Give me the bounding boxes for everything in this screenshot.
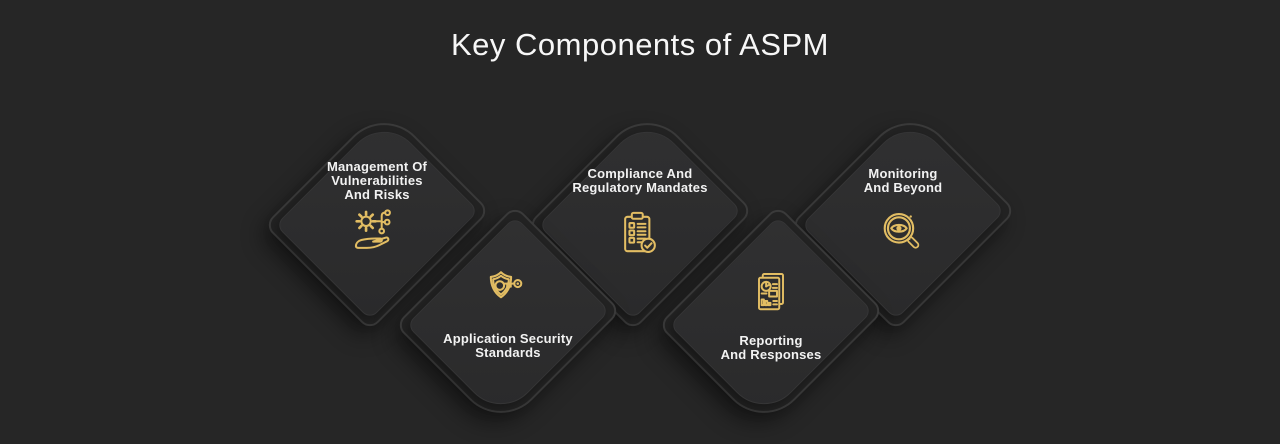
card-label-line: Reporting <box>739 333 803 348</box>
hand-gear-network-icon <box>354 209 391 249</box>
card-label-line: And Risks <box>344 187 410 202</box>
card-application-security-standards: Application Security Standards <box>388 198 628 438</box>
card-label-line: Standards <box>475 345 541 360</box>
report-chart-icon <box>758 273 784 311</box>
card-label-line: Management Of <box>326 159 428 174</box>
clipboard-checklist-icon <box>624 211 656 253</box>
card-content: Monitoring And Beyond <box>803 160 1003 260</box>
card-label: Reporting And Responses <box>721 334 822 362</box>
card-label-line: Vulnerabilities <box>331 173 423 188</box>
card-monitoring-and-beyond: Monitoring And Beyond <box>783 98 1023 338</box>
magnifier-eye-icon <box>883 213 920 249</box>
card-label: Compliance And Regulatory Mandates <box>572 160 707 202</box>
card-label-line: Monitoring <box>868 166 938 181</box>
card-content: Management Of Vulnerabilities And Risks <box>277 160 477 258</box>
card-label-line: Application Security <box>443 331 573 346</box>
card-label-line: And Responses <box>720 347 822 362</box>
card-content: Application Security Standards <box>408 266 608 360</box>
card-content: Reporting And Responses <box>671 266 871 362</box>
card-compliance-regulatory-mandates: Compliance And Regulatory Mandates <box>520 98 760 338</box>
card-reporting-and-responses: Reporting And Responses <box>651 198 891 438</box>
card-label: Application Security Standards <box>443 332 573 360</box>
card-label: Monitoring And Beyond <box>864 160 943 202</box>
card-label-line: And Beyond <box>863 180 943 195</box>
card-management-of-vulnerabilities: Management Of Vulnerabilities And Risks <box>257 98 497 338</box>
card-content: Compliance And Regulatory Mandates <box>540 160 740 260</box>
card-label-line: Compliance And <box>587 166 693 181</box>
shield-key-icon <box>489 271 523 299</box>
card-label: Management Of Vulnerabilities And Risks <box>327 160 427 202</box>
page-title: Key Components of ASPM <box>450 27 830 62</box>
card-label-line: Regulatory Mandates <box>572 180 708 195</box>
